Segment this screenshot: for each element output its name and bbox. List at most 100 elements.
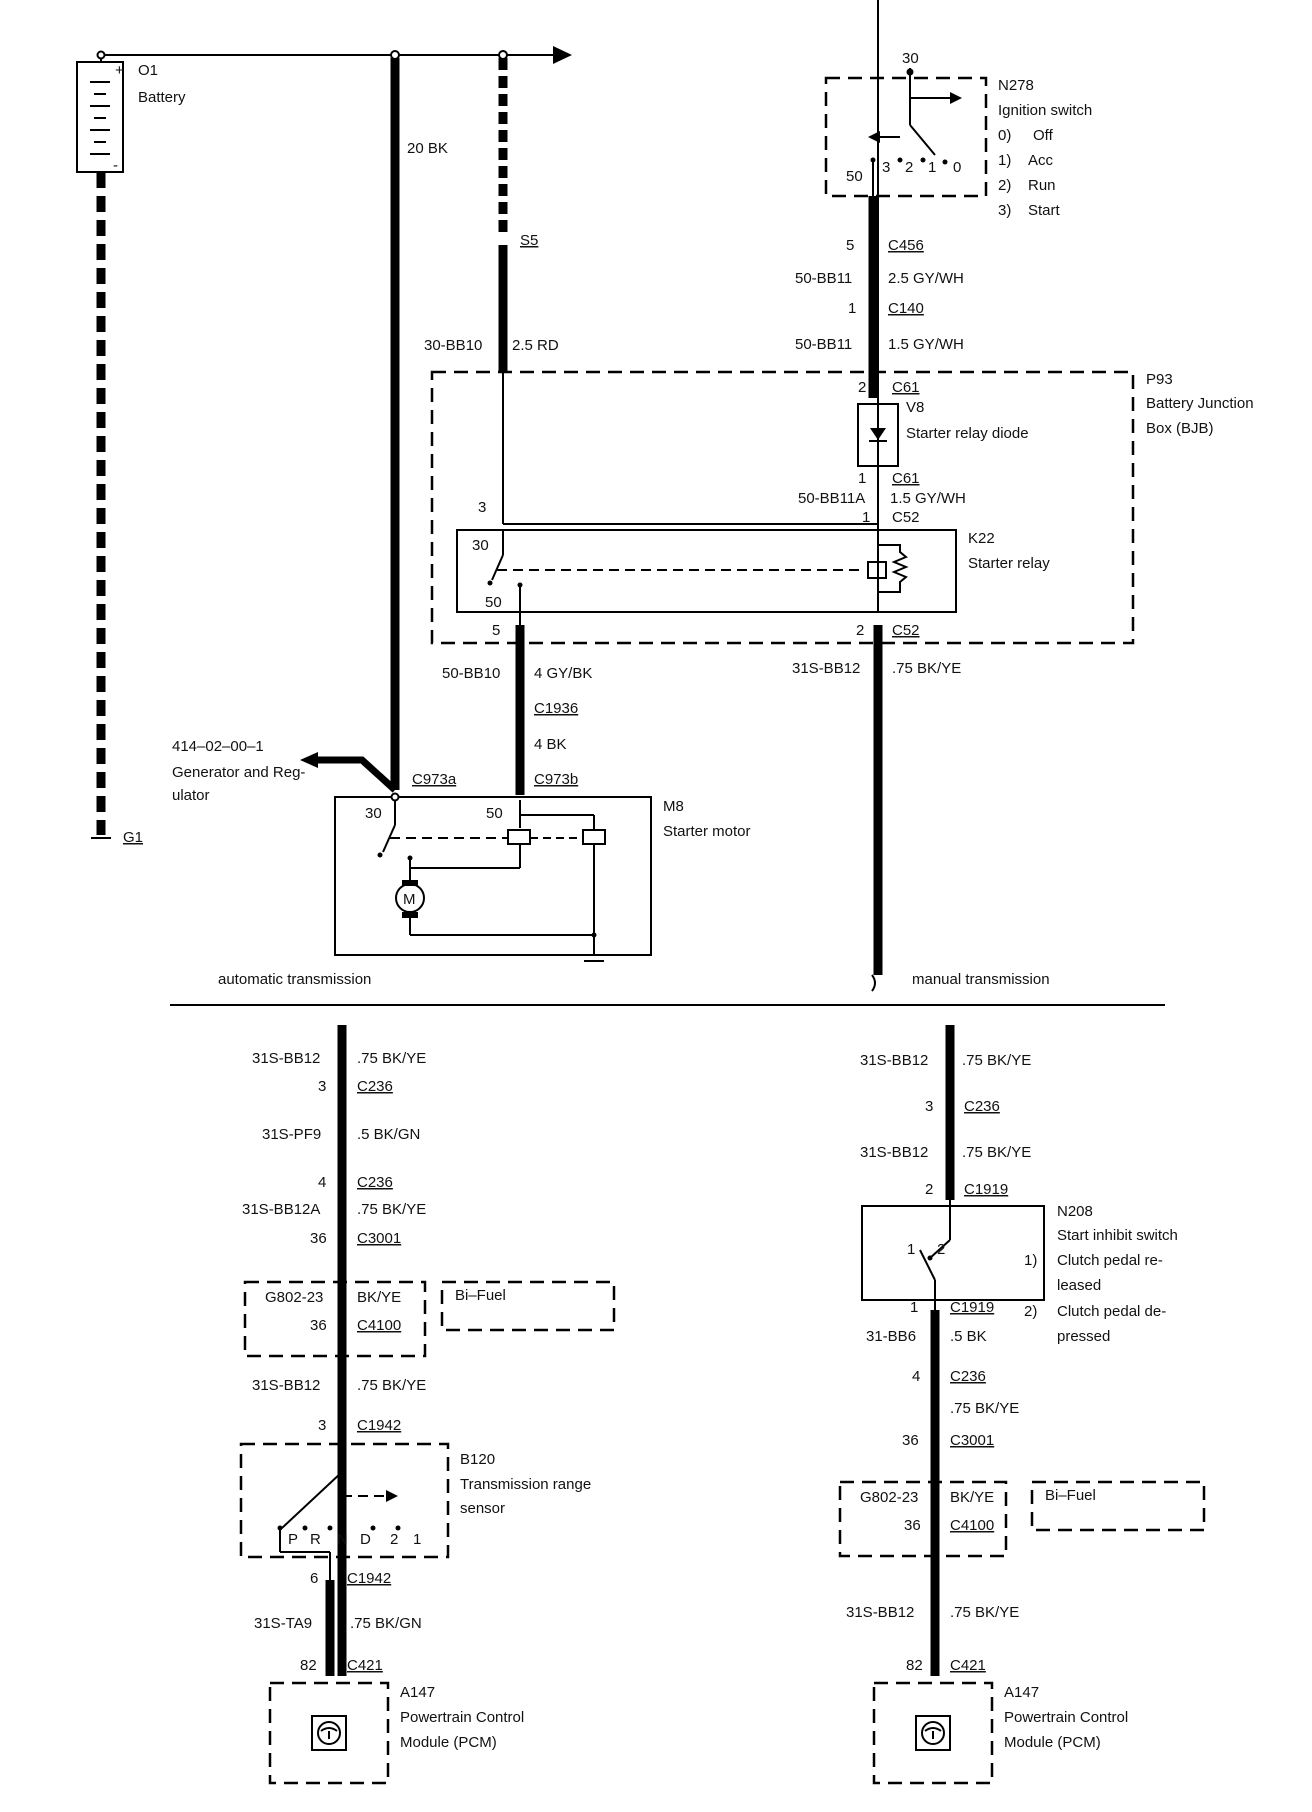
man-w4-gauge: .75 BK/YE bbox=[950, 1400, 1019, 1417]
man-w1-code: 31S-BB12 bbox=[860, 1052, 928, 1069]
auto-pcm-box bbox=[268, 1681, 390, 1785]
auto-c1942a: C1942 bbox=[357, 1417, 401, 1434]
man-pcm-box bbox=[872, 1681, 994, 1785]
c140: C140 bbox=[888, 300, 924, 317]
starter-id: M8 bbox=[663, 798, 684, 815]
man-g802-box bbox=[838, 1480, 1008, 1558]
gen-ref-code: 414–02–00–1 bbox=[172, 738, 264, 755]
relay-pin-50: 50 bbox=[485, 594, 502, 611]
ign-pos2-label: Run bbox=[1028, 177, 1056, 194]
ign-pos-1: 1 bbox=[928, 159, 936, 176]
diode-name: Starter relay diode bbox=[906, 425, 1029, 442]
auto-w5-gauge: .75 BK/GN bbox=[350, 1615, 422, 1632]
man-opt2-line2: pressed bbox=[1057, 1328, 1110, 1345]
man-n208-name: Start inhibit switch bbox=[1057, 1227, 1178, 1244]
man-c421: C421 bbox=[950, 1657, 986, 1674]
ign-pin-30: 30 bbox=[902, 50, 919, 67]
auto-c4100: C4100 bbox=[357, 1317, 401, 1334]
starter-relay-box bbox=[456, 529, 957, 613]
trs-r: R bbox=[310, 1531, 321, 1548]
man-c236a: C236 bbox=[964, 1098, 1000, 1115]
man-opt2-line1: Clutch pedal de- bbox=[1057, 1303, 1166, 1320]
bjb-pin-5: 5 bbox=[492, 622, 500, 639]
trs-p: P bbox=[288, 1531, 298, 1548]
man-w2-gauge: .75 BK/YE bbox=[962, 1144, 1031, 1161]
trs-n: N bbox=[337, 1531, 348, 1548]
bb11a-gauge: 1.5 GY/WH bbox=[890, 490, 966, 507]
starter-pin-50: 50 bbox=[486, 805, 503, 822]
ign-pos3-num: 3) bbox=[998, 202, 1011, 219]
trs-2: 2 bbox=[390, 1531, 398, 1548]
man-n208: N208 bbox=[1057, 1203, 1093, 1220]
c61-bot-pin: 1 bbox=[858, 470, 866, 487]
auto-c1942b: C1942 bbox=[347, 1570, 391, 1587]
auto-w4-gauge: .75 BK/YE bbox=[357, 1377, 426, 1394]
auto-c236a: C236 bbox=[357, 1078, 393, 1095]
auto-g802: G802-23 bbox=[265, 1289, 323, 1306]
bb10b-gauge: 4 GY/BK bbox=[534, 665, 592, 682]
c52-top-pin: 1 bbox=[862, 509, 870, 526]
c456-pin: 5 bbox=[846, 237, 854, 254]
auto-pcm-icon bbox=[311, 1715, 347, 1751]
auto-pcm-id: A147 bbox=[400, 1684, 435, 1701]
man-g802: G802-23 bbox=[860, 1489, 918, 1506]
man-c236b-pin: 4 bbox=[912, 1368, 920, 1385]
man-opt1-line1: Clutch pedal re- bbox=[1057, 1252, 1163, 1269]
c52-bot-pin: 2 bbox=[856, 622, 864, 639]
man-w2-code: 31S-BB12 bbox=[860, 1144, 928, 1161]
man-c3001-pin: 36 bbox=[902, 1432, 919, 1449]
battery-name: Battery bbox=[138, 89, 186, 106]
man-pcm-icon bbox=[915, 1715, 951, 1751]
bb11-gauge: 2.5 GY/WH bbox=[888, 270, 964, 287]
section-manual-label: manual transmission bbox=[912, 971, 1050, 988]
man-c1919a-pin: 2 bbox=[925, 1181, 933, 1198]
man-w5-code: 31S-BB12 bbox=[846, 1604, 914, 1621]
trs-d: D bbox=[360, 1531, 371, 1548]
ign-pin-50: 50 bbox=[846, 168, 863, 185]
auto-c421: C421 bbox=[347, 1657, 383, 1674]
man-opt1-num: 1) bbox=[1024, 1252, 1037, 1269]
bjb-pin-3: 3 bbox=[478, 499, 486, 516]
section-auto-label: automatic transmission bbox=[218, 971, 371, 988]
battery-minus: - bbox=[113, 157, 118, 174]
ign-id: N278 bbox=[998, 77, 1034, 94]
c61-bot: C61 bbox=[892, 470, 920, 487]
auto-w2-code: 31S-PF9 bbox=[262, 1126, 321, 1143]
relay-pin-30: 30 bbox=[472, 537, 489, 554]
auto-w2-gauge: .5 BK/GN bbox=[357, 1126, 420, 1143]
man-w3-code: 31-BB6 bbox=[866, 1328, 916, 1345]
man-c1919a: C1919 bbox=[964, 1181, 1008, 1198]
battery-plus: + bbox=[115, 62, 124, 79]
man-w3-gauge: .5 BK bbox=[950, 1328, 987, 1345]
man-opt2-num: 2) bbox=[1024, 1303, 1037, 1320]
motor-label: M bbox=[403, 891, 416, 908]
c61-top-pin: 2 bbox=[858, 379, 866, 396]
ign-pos-0: 0 bbox=[953, 159, 961, 176]
auto-c236b: C236 bbox=[357, 1174, 393, 1191]
bb12-top-gauge: .75 BK/YE bbox=[892, 660, 961, 677]
relay-name: Starter relay bbox=[968, 555, 1050, 572]
ignition-switch-box bbox=[824, 76, 988, 198]
battery-junction-box bbox=[430, 370, 1135, 645]
bjb-line2: Box (BJB) bbox=[1146, 420, 1214, 437]
auto-w5-code: 31S-TA9 bbox=[254, 1615, 312, 1632]
man-c1919b: C1919 bbox=[950, 1299, 994, 1316]
auto-w1-gauge: .75 BK/YE bbox=[357, 1050, 426, 1067]
auto-g802-gauge: BK/YE bbox=[357, 1289, 401, 1306]
relay-id: K22 bbox=[968, 530, 995, 547]
man-w5-gauge: .75 BK/YE bbox=[950, 1604, 1019, 1621]
c52-bot: C52 bbox=[892, 622, 920, 639]
c1936: C1936 bbox=[534, 700, 578, 717]
man-sw-2: 2 bbox=[937, 1241, 945, 1258]
man-g802-gauge: BK/YE bbox=[950, 1489, 994, 1506]
auto-c421-pin: 82 bbox=[300, 1657, 317, 1674]
trs-1: 1 bbox=[413, 1531, 421, 1548]
ign-pos-3: 3 bbox=[882, 159, 890, 176]
ign-name: Ignition switch bbox=[998, 102, 1092, 119]
auto-w4-code: 31S-BB12 bbox=[252, 1377, 320, 1394]
splice-s5: S5 bbox=[520, 232, 538, 249]
c973a: C973a bbox=[412, 771, 457, 788]
wire-30-bb10-gauge: 2.5 RD bbox=[512, 337, 559, 354]
starter-pin-30: 30 bbox=[365, 805, 382, 822]
